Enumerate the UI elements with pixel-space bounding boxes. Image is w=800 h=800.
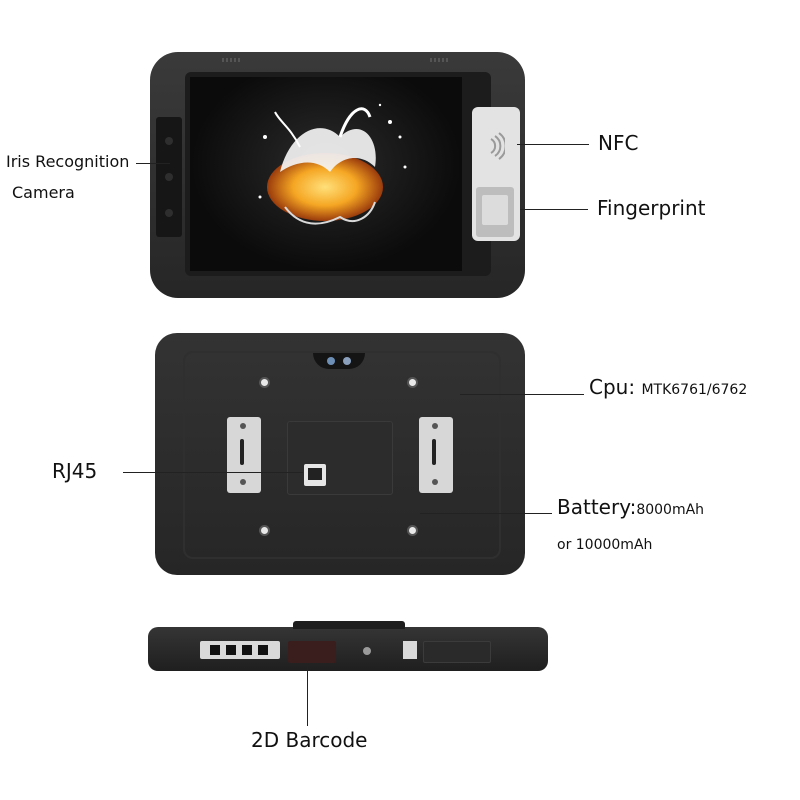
bracket-slot <box>240 439 244 465</box>
bottom-edge-tab <box>293 621 405 629</box>
fingerprint-label: Fingerprint <box>597 196 706 220</box>
iris-lens <box>165 173 173 181</box>
screw <box>259 525 270 536</box>
fingerprint-sensor <box>476 187 514 237</box>
barcode-pointer-line <box>307 664 308 726</box>
iris-lens <box>165 209 173 217</box>
nfc-pointer-line <box>517 144 589 145</box>
iris-label-line2: Camera <box>12 183 75 202</box>
rear-flash <box>343 357 351 365</box>
battery-prefix: Battery: <box>557 495 637 519</box>
bracket-hole <box>240 479 246 485</box>
battery-pointer-line <box>420 513 552 514</box>
screw <box>407 525 418 536</box>
cpu-prefix: Cpu: <box>589 375 642 399</box>
pogo-pin <box>258 645 268 655</box>
pogo-pin <box>242 645 252 655</box>
cpu-value: MTK6761/6762 <box>641 382 748 398</box>
splash-wallpaper-image <box>258 103 407 225</box>
tablet-back-view <box>155 333 525 575</box>
battery-label-line2: or 10000mAh <box>557 537 653 553</box>
cpu-label: Cpu: MTK6761/6762 <box>589 375 747 399</box>
expansion-slot <box>423 641 491 663</box>
battery-cover-plate <box>287 421 393 495</box>
bracket-hole <box>432 479 438 485</box>
tablet-screen <box>190 77 462 271</box>
tablet-front-view <box>150 52 525 298</box>
pogo-pin-connector <box>200 641 280 659</box>
speaker-grille-right <box>430 58 450 62</box>
barcode-scanner-window <box>288 641 336 663</box>
iris-pointer-line <box>136 163 170 164</box>
bracket-hole <box>432 423 438 429</box>
rj45-label: RJ45 <box>52 459 98 483</box>
iris-lens <box>165 137 173 145</box>
back-inner-frame <box>183 351 501 559</box>
rear-camera-lens <box>327 357 335 365</box>
cpu-pointer-line <box>460 394 584 395</box>
rear-camera-bar <box>313 353 365 369</box>
battery-label: Battery:8000mAh <box>557 495 704 519</box>
rj45-port-opening <box>308 468 322 480</box>
battery-value: 8000mAh <box>636 502 705 518</box>
nfc-label: NFC <box>598 131 639 155</box>
nfc-icon <box>490 132 505 160</box>
screw <box>259 377 270 388</box>
fingerprint-pad <box>482 195 508 225</box>
screw <box>363 647 371 655</box>
bracket-hole <box>240 423 246 429</box>
fingerprint-pointer-line <box>520 209 588 210</box>
screw <box>407 377 418 388</box>
pogo-pin <box>226 645 236 655</box>
ethernet-port-icon <box>304 464 326 486</box>
hand-strap-bracket-right <box>419 417 453 493</box>
hand-strap-bracket-left <box>227 417 261 493</box>
iris-label-line1: Iris Recognition <box>6 152 130 171</box>
rj45-pointer-line <box>123 472 303 473</box>
speaker-grille-left <box>222 58 242 62</box>
iris-camera-module <box>156 117 182 237</box>
barcode-label: 2D Barcode <box>251 728 368 752</box>
tablet-bottom-edge-view <box>148 621 548 671</box>
bracket-slot <box>432 439 436 465</box>
pogo-pin <box>210 645 220 655</box>
lanyard-clip <box>403 641 417 659</box>
